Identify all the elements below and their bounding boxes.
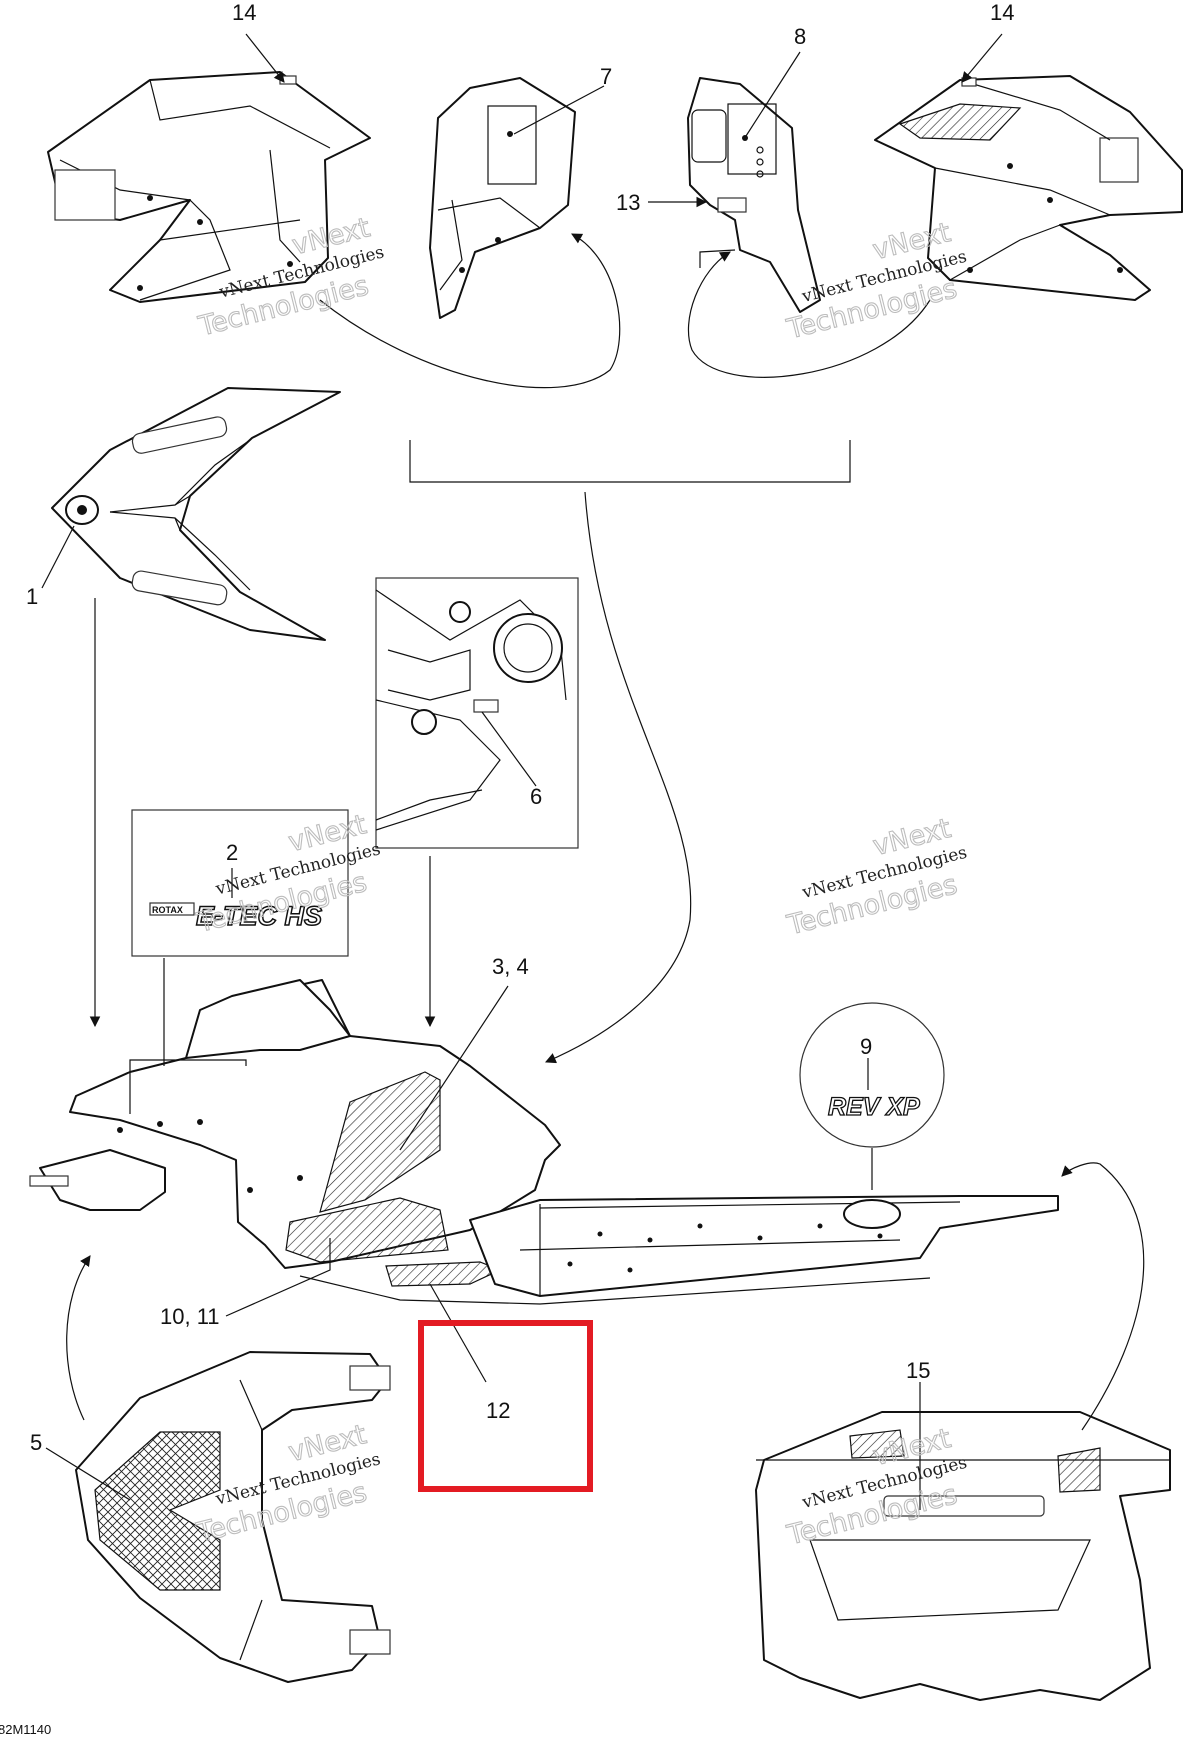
badge-detail-9: REV XP [799, 1002, 945, 1148]
callout-6: 6 [530, 784, 542, 809]
callout-labels: 14 14 7 8 13 1 2 6 3, 4 9 10, 11 12 5 15 [26, 0, 1014, 1455]
left-side-panel [47, 71, 371, 303]
rotax-decal-text: ROTAX [152, 905, 183, 915]
rear-bumper-part-15 [755, 1411, 1171, 1701]
badge-decal-text: REV XP [828, 1093, 920, 1121]
engine-decal: ROTAX E-TEC HS [149, 900, 323, 932]
callout-9: 9 [860, 1034, 872, 1059]
upper-panel-8 [687, 77, 821, 313]
callout-3-4: 3, 4 [492, 954, 529, 979]
callout-12: 12 [486, 1398, 510, 1423]
callout-7: 7 [600, 64, 612, 89]
upper-panel-7 [429, 77, 576, 319]
callout-10-11: 10, 11 [160, 1304, 220, 1329]
callout-2: 2 [226, 840, 238, 865]
watermark-mid-right: vNext vNext Technologies Technologies [783, 813, 969, 943]
connector-arrows [66, 233, 1145, 1431]
leader-lines [41, 33, 1003, 1510]
belly-pan-part-5 [75, 1351, 391, 1683]
callout-8: 8 [794, 24, 806, 49]
detail-box-6 [375, 577, 579, 849]
model-decal-text: E-TEC HS [196, 901, 322, 931]
callout-13: 13 [616, 190, 640, 215]
sled-body [29, 979, 1059, 1305]
highlight-box-12 [418, 1320, 593, 1492]
callout-5: 5 [30, 1430, 42, 1455]
callout-14-left: 14 [232, 0, 256, 25]
hood-part-1 [51, 387, 341, 641]
callout-15: 15 [906, 1358, 930, 1383]
callout-14-right: 14 [990, 0, 1014, 25]
drawing-code: 82M1140 [0, 1722, 51, 1737]
callout-1: 1 [26, 584, 38, 609]
detail-box-2: ROTAX E-TEC HS [131, 809, 349, 957]
